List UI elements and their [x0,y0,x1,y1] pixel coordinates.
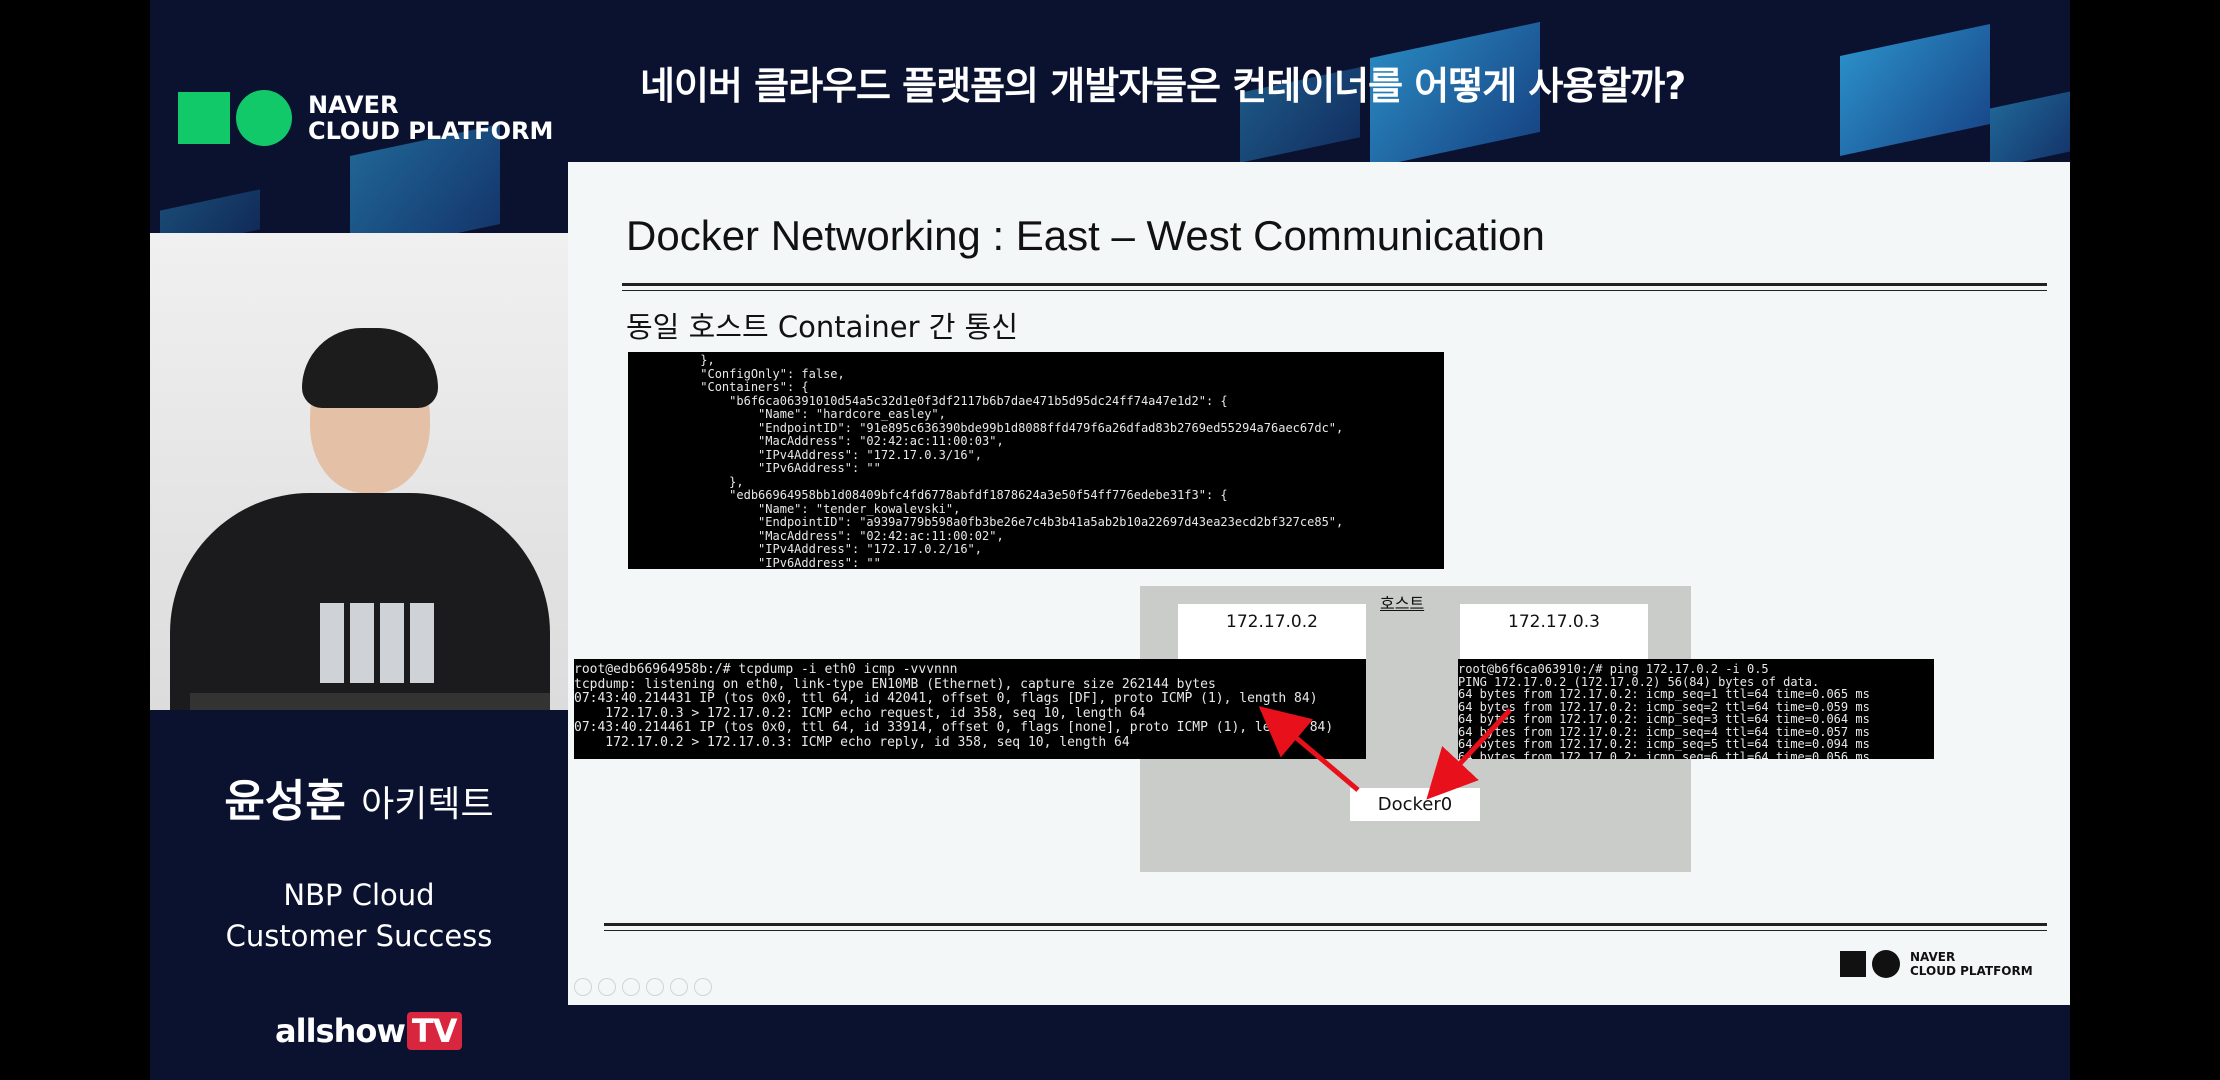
speaker-name: 윤성훈 아키텍트 [150,765,568,829]
title-rule [622,283,2047,286]
slideshow-controls[interactable] [574,978,712,996]
speaker-team-line1: NBP Cloud [283,878,435,912]
arrow-icon [1258,706,1512,800]
next-slide-icon[interactable] [598,978,616,996]
footer-logo-square-icon [1840,951,1866,977]
shirt-logo [320,603,440,683]
zoom-icon[interactable] [670,978,688,996]
speaker-team: NBP Cloud Customer Success [150,875,568,957]
slide-title: Docker Networking : East – West Communic… [626,212,1545,259]
decor-cube [1840,24,1990,156]
speaker-name-text: 윤성훈 [224,776,346,827]
host-label: 호스트 [1380,594,1425,613]
slide-subtitle: 동일 호스트 Container 간 통신 [626,310,1019,344]
naver-cloud-logo: NAVER CLOUD PLATFORM [178,90,553,146]
tcpdump-terminal: root@edb66964958b:/# tcpdump -i eth0 icm… [574,659,1366,759]
presentation-slide: Docker Networking : East – West Communic… [568,162,2070,1005]
speaker-video [150,233,568,710]
prev-slide-icon[interactable] [574,978,592,996]
pen-icon[interactable] [622,978,640,996]
speaker-team-line2: Customer Success [225,919,493,953]
network-inspect-terminal: }, "ConfigOnly": false, "Containers": { … [628,352,1444,569]
arrow-from-ping [1426,708,1512,800]
more-icon[interactable] [694,978,712,996]
ping-terminal: root@b6f6ca063910:/# ping 172.17.0.2 -i … [1458,659,1934,759]
logo-line2: CLOUD PLATFORM [308,117,554,145]
laptop [190,693,550,710]
brand-tv: TV [406,1012,462,1050]
speaker-hair [302,328,438,408]
footer-logo-circle-icon [1872,950,1900,978]
slides-icon[interactable] [646,978,664,996]
speaker-role: 아키텍트 [361,784,494,825]
arrow-to-tcpdump [1258,706,1360,792]
logo-line1: NAVER [308,91,399,119]
naver-cloud-logo-icon [178,90,292,146]
footer-logo-line2: CLOUD PLATFORM [1910,964,2033,978]
brand-name: allshow [275,1012,406,1050]
title-rule-thin [622,290,2047,291]
decor-cube [1990,91,2070,169]
session-title: 네이버 클라우드 플랫폼의 개발자들은 컨테이너를 어떻게 사용할까? [640,64,1686,108]
footer-rule-thin [604,930,2047,931]
footer-logo-line1: NAVER [1910,950,1956,964]
footer-naver-logo: NAVER CLOUD PLATFORM [1840,950,2033,978]
video-frame: 네이버 클라우드 플랫폼의 개발자들은 컨테이너를 어떻게 사용할까? NAVE… [150,0,2070,1080]
footer-rule [604,923,2047,926]
